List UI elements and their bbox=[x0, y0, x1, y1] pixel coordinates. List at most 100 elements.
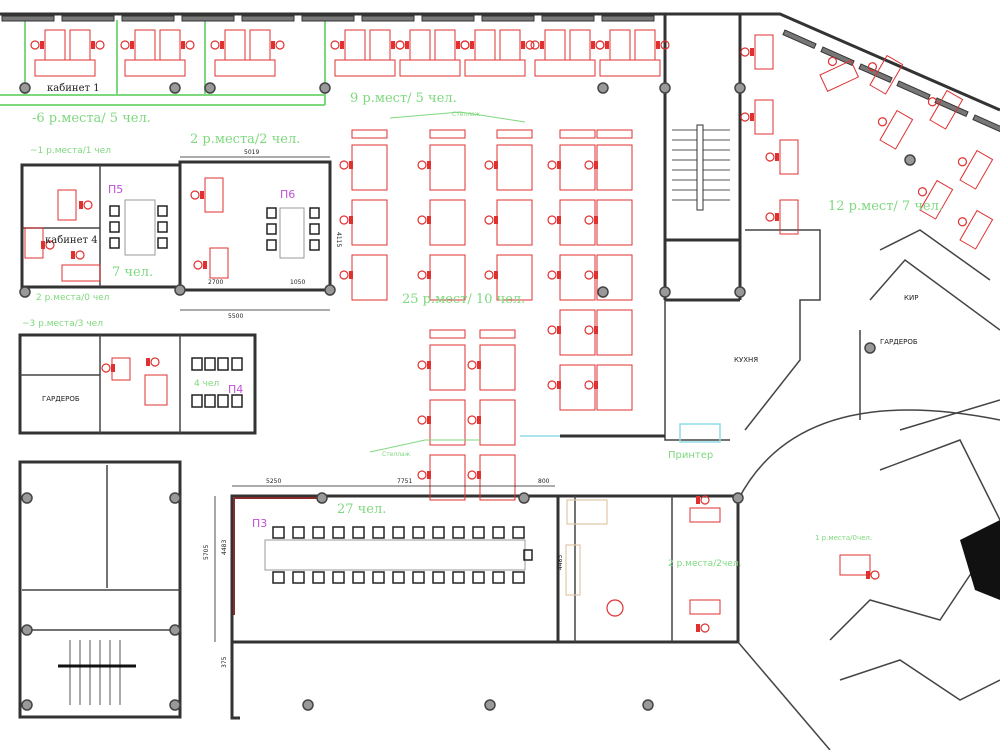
office-chair bbox=[870, 570, 880, 580]
office-chair bbox=[547, 380, 557, 390]
office-chair bbox=[417, 160, 427, 170]
office-chair bbox=[417, 360, 427, 370]
column bbox=[169, 82, 181, 94]
window bbox=[481, 15, 535, 22]
meeting-chair bbox=[392, 526, 405, 539]
window bbox=[972, 114, 1000, 135]
column bbox=[732, 492, 744, 504]
shelf bbox=[479, 329, 516, 339]
columns bbox=[19, 82, 916, 711]
monitor bbox=[181, 41, 185, 49]
capacity-reception: 2 р.места/2чел. bbox=[668, 559, 741, 569]
window bbox=[934, 97, 969, 118]
meeting-chair bbox=[309, 223, 320, 235]
office-chair bbox=[584, 380, 594, 390]
zone-wardrobe-right: ГАРДЕРОБ bbox=[880, 338, 918, 346]
office-chair bbox=[584, 160, 594, 170]
office-chair bbox=[417, 215, 427, 225]
desk bbox=[596, 364, 633, 411]
monitor bbox=[271, 41, 275, 49]
window bbox=[896, 80, 931, 101]
monitor bbox=[557, 161, 561, 169]
monitor bbox=[427, 471, 431, 479]
meeting-chair bbox=[109, 221, 120, 233]
monitor bbox=[594, 216, 598, 224]
labels: кабинет 1 -6 р.места/ 5 чел. 2 р.места/2… bbox=[22, 83, 943, 668]
office-chair bbox=[584, 270, 594, 280]
office-chair bbox=[584, 215, 594, 225]
desk bbox=[474, 29, 496, 61]
column bbox=[21, 624, 33, 636]
zone-cabinet-1: кабинет 1 bbox=[47, 83, 100, 94]
column bbox=[659, 286, 671, 298]
monitor bbox=[557, 326, 561, 334]
office-chair bbox=[827, 56, 838, 67]
meeting-chair bbox=[332, 571, 345, 584]
office-chair bbox=[740, 112, 750, 122]
desk bbox=[204, 177, 224, 213]
desk bbox=[124, 59, 186, 77]
workstation bbox=[957, 209, 994, 250]
column bbox=[904, 154, 916, 166]
office-chair bbox=[339, 270, 349, 280]
shelf bbox=[496, 129, 533, 139]
workstation bbox=[957, 149, 994, 190]
desk bbox=[24, 227, 44, 259]
office-chair bbox=[83, 200, 93, 210]
meeting-chair bbox=[109, 237, 120, 249]
window bbox=[361, 15, 415, 22]
window bbox=[421, 15, 475, 22]
column bbox=[174, 284, 186, 296]
desk bbox=[596, 309, 633, 356]
meeting-chair bbox=[332, 526, 345, 539]
office-chair bbox=[957, 157, 968, 167]
people-p5: 7 чел. bbox=[112, 265, 153, 280]
desk bbox=[634, 29, 656, 61]
window bbox=[301, 15, 355, 22]
meeting-chair bbox=[204, 394, 216, 408]
window bbox=[820, 46, 855, 67]
office-chair bbox=[101, 363, 111, 373]
office-chair bbox=[45, 240, 55, 250]
office-chair bbox=[547, 160, 557, 170]
desk bbox=[334, 59, 396, 77]
office-chair bbox=[190, 190, 200, 200]
desk bbox=[534, 59, 596, 77]
desk bbox=[44, 29, 66, 61]
meeting-chair bbox=[472, 571, 485, 584]
desk bbox=[464, 59, 526, 77]
office-chair bbox=[484, 160, 494, 170]
zone-wardrobe-left: ГАРДЕРОБ bbox=[42, 395, 80, 403]
monitor bbox=[775, 213, 779, 221]
monitor bbox=[594, 326, 598, 334]
desk bbox=[689, 507, 721, 523]
office-chair bbox=[467, 470, 477, 480]
column bbox=[169, 624, 181, 636]
desk bbox=[369, 29, 391, 61]
monitor bbox=[775, 153, 779, 161]
desk bbox=[596, 199, 633, 246]
conference-table bbox=[264, 539, 526, 571]
desk bbox=[496, 199, 533, 246]
office-chair bbox=[460, 40, 470, 50]
meeting-chair bbox=[512, 571, 525, 584]
office-chair bbox=[193, 260, 203, 270]
workstation bbox=[867, 54, 904, 95]
monitor bbox=[349, 271, 353, 279]
meeting-chair bbox=[452, 526, 465, 539]
meeting-chair bbox=[231, 394, 243, 408]
monitor bbox=[340, 41, 344, 49]
meeting-chair bbox=[217, 394, 229, 408]
monitor bbox=[220, 41, 224, 49]
monitor bbox=[750, 113, 754, 121]
meeting-chair bbox=[157, 205, 168, 217]
office-chair bbox=[660, 40, 670, 50]
meeting-chair bbox=[472, 526, 485, 539]
shelf bbox=[559, 129, 596, 139]
column bbox=[169, 699, 181, 711]
desk bbox=[429, 399, 466, 446]
office-chair bbox=[765, 152, 775, 162]
people-p3: 27 чел. bbox=[337, 502, 386, 517]
window bbox=[61, 15, 115, 22]
room-code-p3: П3 bbox=[252, 517, 267, 530]
